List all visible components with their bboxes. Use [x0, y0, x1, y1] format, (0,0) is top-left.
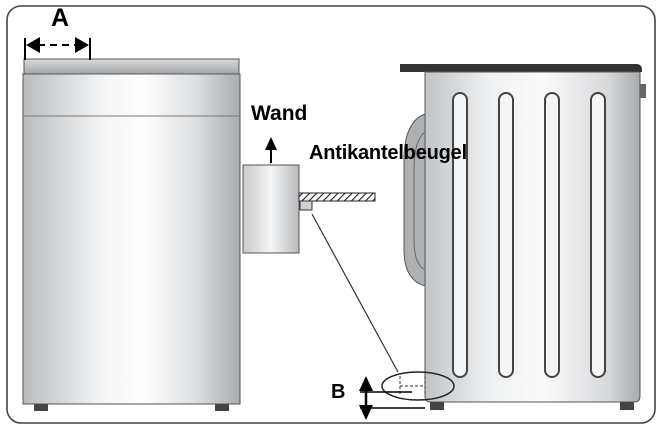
- wall-label: Wand: [251, 102, 308, 125]
- front-top-lid: [23, 58, 240, 76]
- front-foot-left: [34, 404, 48, 411]
- side-knob: [640, 84, 646, 98]
- side-rib-2: [498, 92, 514, 378]
- side-rib-3: [544, 92, 560, 378]
- side-rib-1: [452, 92, 468, 378]
- anti-tip-bracket: [298, 192, 399, 373]
- front-view-machine: [22, 58, 241, 411]
- dimension-a-label: A: [51, 4, 70, 32]
- anti-tip-bracket-label: Antikantelbeugel: [309, 142, 467, 164]
- side-foot-right: [620, 402, 634, 410]
- dimension-b-marker: [359, 376, 425, 420]
- side-foot-left: [430, 402, 444, 410]
- wall-block: [242, 137, 300, 254]
- dimension-b-label: B: [331, 381, 346, 403]
- dimension-a-marker: [24, 37, 91, 60]
- front-body: [22, 73, 241, 405]
- side-top-plate: [400, 64, 642, 72]
- side-view-machine: [400, 64, 646, 410]
- detail-ellipse: [381, 371, 455, 401]
- front-foot-right: [215, 404, 229, 411]
- side-rear-bump-inner: [413, 131, 426, 271]
- side-rib-4: [590, 92, 606, 378]
